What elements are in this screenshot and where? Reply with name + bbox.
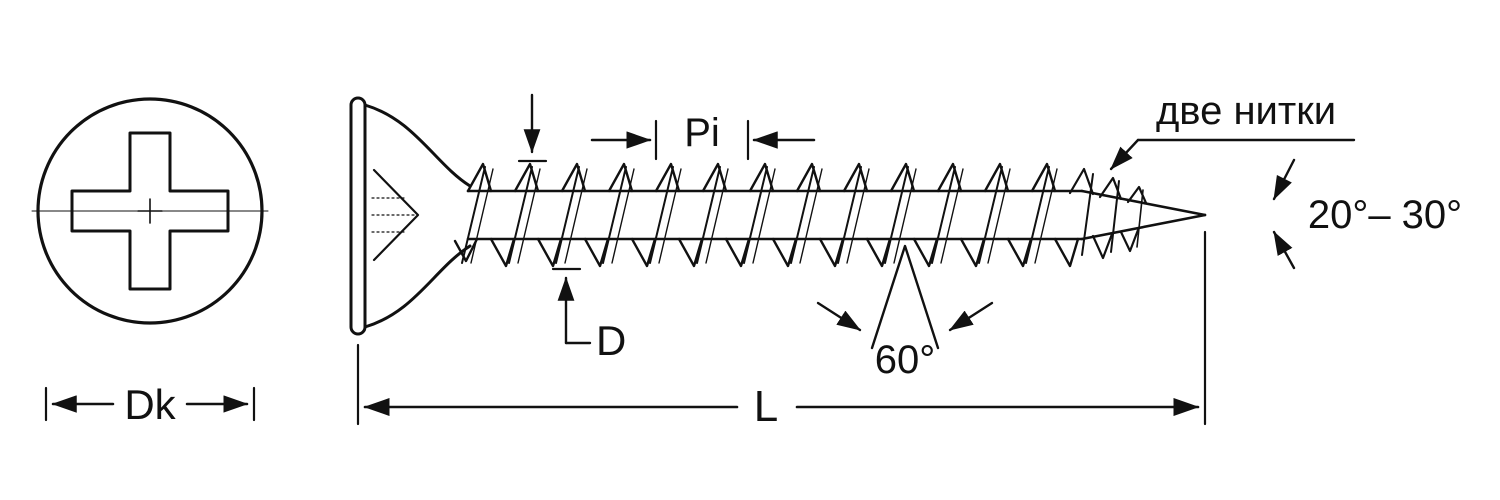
thread-edge (790, 166, 815, 264)
tip-angle-annotation: 20°– 30° (1272, 158, 1462, 270)
recess-side-chevron (372, 168, 420, 262)
thread-edge (818, 237, 845, 268)
tip-angle-arrow-top (1272, 158, 1296, 201)
thread-edge (940, 168, 964, 264)
thread-edge (846, 168, 870, 264)
thread-edge (743, 166, 768, 264)
two-threads-label: две нитки (1156, 89, 1336, 133)
l-label: L (754, 382, 778, 431)
thread-angle-v (870, 244, 940, 350)
thread-edge (705, 168, 729, 264)
l-dimension: L (356, 230, 1207, 431)
thread-edge (889, 162, 916, 193)
thread-edge (555, 166, 580, 264)
thread-edge (461, 166, 486, 264)
phillips-recess-outline (70, 131, 230, 291)
d-label: D (596, 317, 626, 364)
thread-edge (983, 162, 1010, 193)
dk-label: Dk (124, 381, 176, 428)
head-bottom-profile (363, 244, 472, 329)
recess-hidden-lines (371, 197, 417, 233)
taper-bottom (1080, 213, 1207, 241)
head-circle (36, 97, 264, 325)
thread-edge (696, 166, 721, 264)
thread-edge (453, 237, 479, 263)
thread-edge (677, 237, 704, 268)
thread-edge (658, 168, 682, 264)
thread-edge (1110, 180, 1120, 253)
thread-angle-annotation: 60° (816, 244, 994, 382)
thread-edge (1053, 237, 1080, 268)
thread-edge (602, 166, 627, 264)
thread-edge (560, 162, 587, 193)
thread-edge (837, 166, 862, 264)
pi-dimension: Pi (590, 111, 816, 161)
thread-edge (1068, 167, 1095, 196)
thread-edge (1091, 232, 1114, 260)
thread-edge (1136, 189, 1144, 248)
thread-edge (1025, 166, 1050, 264)
thread-edge (752, 168, 776, 264)
thread-edge (611, 168, 635, 264)
thread-edge (1034, 168, 1058, 264)
thread-edge (799, 168, 823, 264)
head-front-view (31, 97, 269, 325)
thread-edge (865, 237, 892, 268)
thread-angle-arrow-left (816, 301, 862, 332)
thread-edge (912, 237, 939, 268)
thread-edge (795, 162, 822, 193)
thread-edge (724, 237, 751, 268)
thread-edge (893, 168, 917, 264)
screw-head-face (349, 96, 367, 336)
two-threads-annotation: две нитки (1109, 89, 1356, 171)
two-threads-arrow (1109, 138, 1140, 171)
thread-edge (978, 166, 1003, 264)
thread-edge (884, 166, 909, 264)
thread-angle-label: 60° (875, 338, 936, 382)
tip-angle-arrow-bottom (1272, 230, 1296, 270)
pi-label: Pi (684, 111, 720, 155)
thread-edge (513, 162, 540, 193)
screw-side-view (349, 96, 1207, 336)
thread-edge (987, 168, 1011, 264)
thread-edge (1081, 173, 1094, 256)
thread-edge (466, 162, 493, 193)
center-cross-mark (137, 198, 163, 224)
thread-edge (649, 166, 674, 264)
thread-edge (842, 162, 869, 193)
head-top-profile (363, 103, 472, 188)
thread-edge (1030, 162, 1057, 193)
thread-edge (748, 162, 775, 193)
thread-profile (453, 162, 1148, 268)
thread-edge (1126, 185, 1148, 205)
thread-edge (517, 168, 541, 264)
thread-edge (701, 162, 728, 193)
thread-edge (536, 237, 563, 268)
thread-edge (583, 237, 610, 268)
thread-edge (771, 237, 798, 268)
thread-edge (630, 237, 657, 268)
thread-edge (1006, 237, 1033, 268)
thread-edge (470, 168, 494, 264)
thread-edge (959, 237, 986, 268)
thread-edge (654, 162, 681, 193)
thread-edge (1119, 228, 1140, 253)
tip-angle-label: 20°– 30° (1308, 193, 1462, 237)
thread-edge (508, 166, 533, 264)
thread-edge (564, 168, 588, 264)
thread-edge (936, 162, 963, 193)
thread-edge (489, 237, 516, 268)
d-annotation: D (551, 267, 626, 364)
dk-dimension: Dk (44, 381, 256, 428)
thread-angle-arrow-right (948, 301, 994, 332)
thread-edge (607, 162, 634, 193)
crest-pointer (517, 93, 548, 163)
thread-edge (931, 166, 956, 264)
